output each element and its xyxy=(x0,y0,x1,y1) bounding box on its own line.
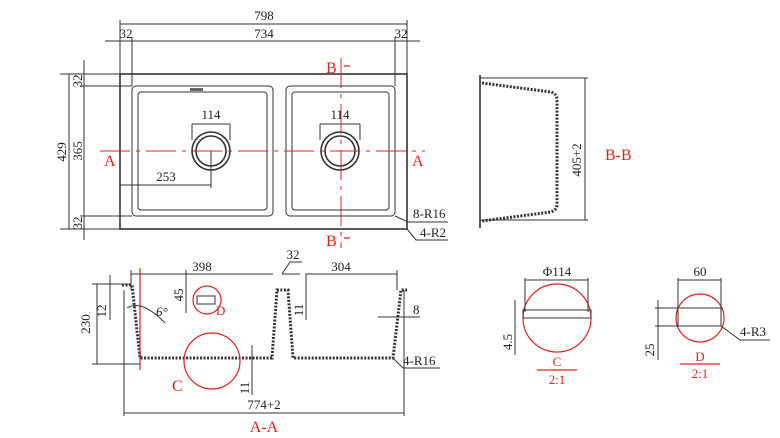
detail-d: 25 60 4-R3 D 2:1 xyxy=(642,264,770,381)
dim-253: 253 xyxy=(156,169,176,184)
dim-429: 429 xyxy=(54,142,69,162)
dim-phi-114: Φ114 xyxy=(543,264,572,279)
section-aa-title: A-A xyxy=(250,419,279,436)
dim-774: 774+2 xyxy=(247,397,280,412)
dim-45: 45 xyxy=(171,289,186,302)
section-bb-title: B-B xyxy=(605,147,632,164)
overflow-slot xyxy=(190,88,203,91)
dim-11-top: 11 xyxy=(291,304,306,317)
dim-734: 734 xyxy=(254,26,274,41)
dim-114-right: 114 xyxy=(330,107,350,122)
label-4-r3: 4-R3 xyxy=(740,324,766,339)
detail-d-circle xyxy=(192,285,222,315)
detail-c-scale: 2:1 xyxy=(549,372,566,387)
dim-11-bottom: 11 xyxy=(237,382,252,395)
detail-d-marker: D xyxy=(216,303,225,318)
section-b-top: B xyxy=(326,60,337,77)
section-a-right: A xyxy=(412,153,424,170)
dim-365: 365 xyxy=(70,141,85,161)
section-a-left: A xyxy=(104,153,116,170)
label-4-r2: 4-R2 xyxy=(420,225,446,240)
dim-8: 8 xyxy=(413,302,420,317)
detail-c-marker: C xyxy=(172,378,183,395)
detail-c: Φ114 4.5 C 2:1 xyxy=(500,264,592,387)
plan-view: 798 734 32 32 429 365 32 32 114 114 253 … xyxy=(54,8,448,250)
detail-d-scale: 2:1 xyxy=(692,366,709,381)
dim-60: 60 xyxy=(694,264,707,279)
section-aa: 230 12 398 32 304 45 11 11 8 6° 4-R16 77… xyxy=(78,247,440,436)
dim-angle: 6° xyxy=(156,304,168,319)
detail-c-circle xyxy=(183,332,241,390)
dim-12: 12 xyxy=(94,305,109,318)
label-4-r16: 4-R16 xyxy=(403,353,436,368)
dim-798: 798 xyxy=(254,8,274,23)
section-bb: 405+2 B-B xyxy=(479,75,632,228)
dim-32-divider: 32 xyxy=(287,247,300,262)
label-8-r16: 8-R16 xyxy=(413,206,446,221)
dim-230: 230 xyxy=(78,314,93,334)
dim-114-left: 114 xyxy=(201,107,221,122)
detail-c-label: C xyxy=(553,354,562,369)
dim-304: 304 xyxy=(331,259,351,274)
dim-32-left: 32 xyxy=(120,26,133,41)
dim-32-top: 32 xyxy=(70,75,85,88)
dim-32-right: 32 xyxy=(395,26,408,41)
dim-32-bottom: 32 xyxy=(70,217,85,230)
detail-d-label: D xyxy=(695,349,704,364)
dim-405: 405+2 xyxy=(569,143,584,176)
dim-25: 25 xyxy=(642,344,657,357)
section-b-bottom: B xyxy=(326,233,337,250)
dim-4-5: 4.5 xyxy=(500,334,515,350)
dim-398: 398 xyxy=(192,259,212,274)
